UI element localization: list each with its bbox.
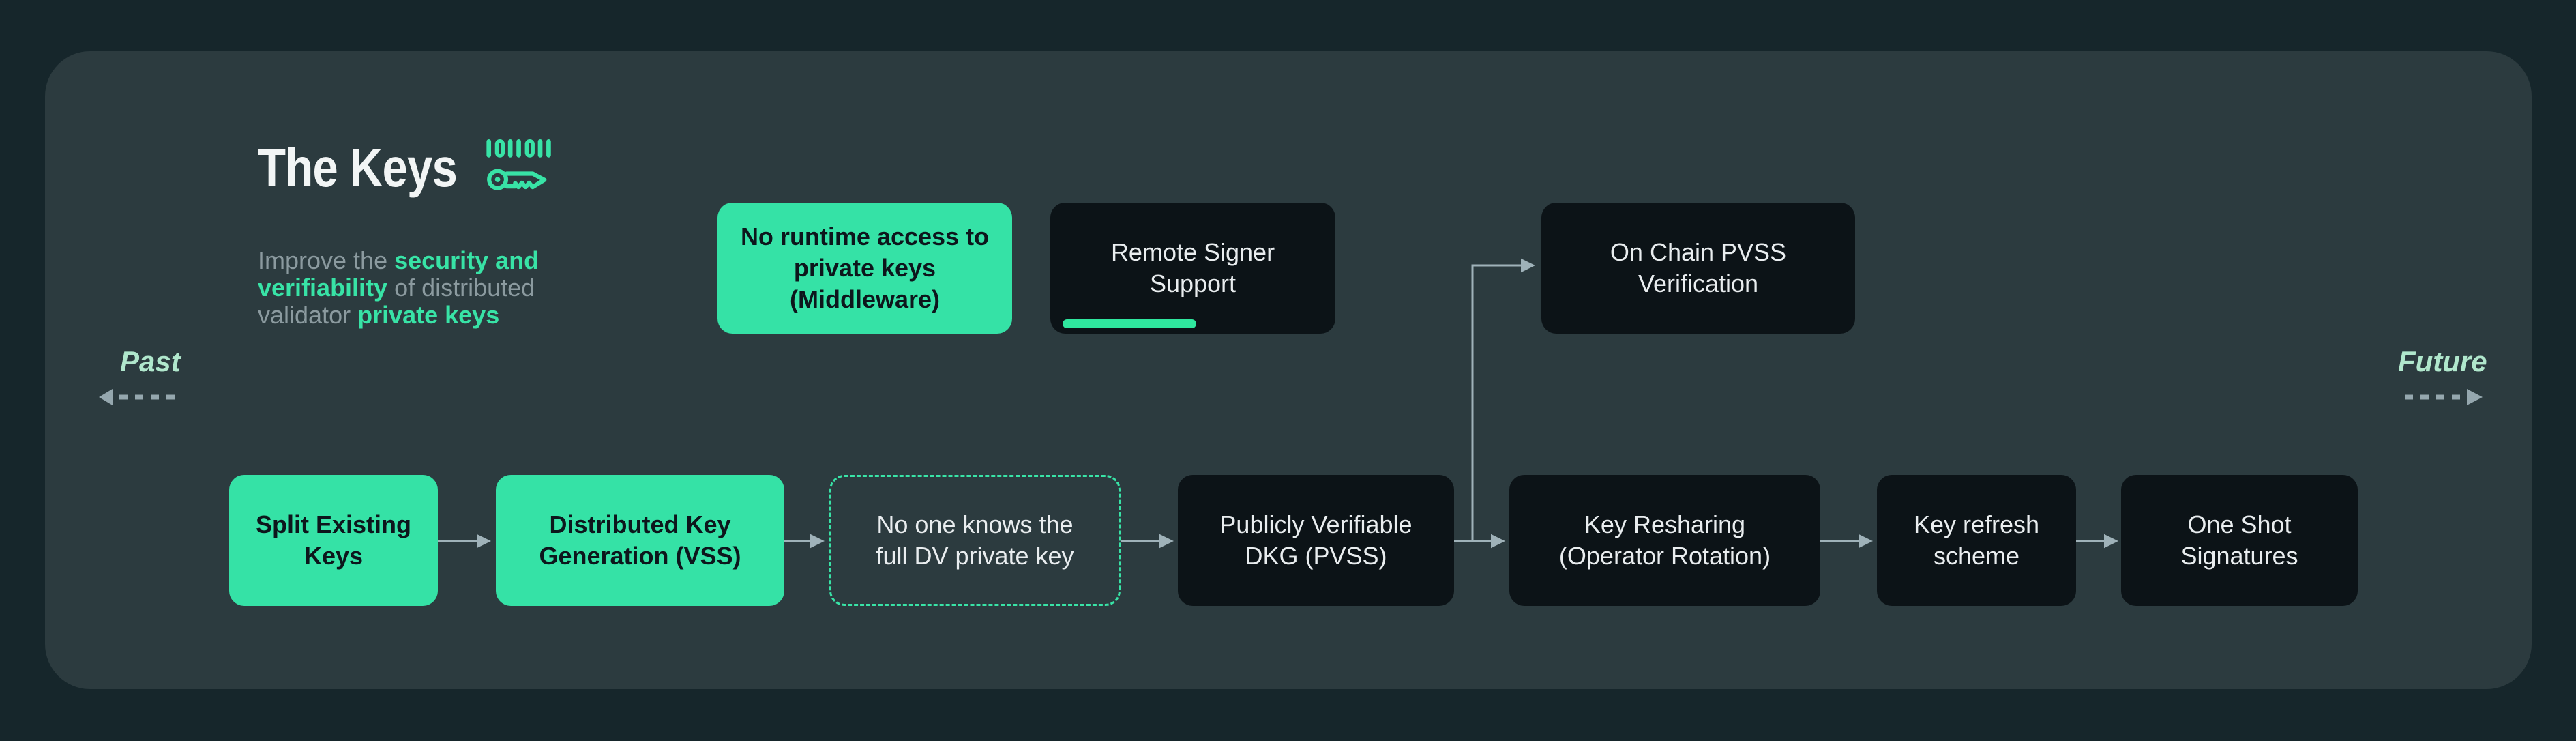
- binary-key-icon: [486, 139, 551, 190]
- subtitle-part-accent: security and verifiability: [258, 246, 539, 302]
- node-no-one-knows-full-dv-key: No one knows the full DV private key: [829, 475, 1121, 606]
- node-label: Remote Signer Support: [1110, 237, 1275, 297]
- page-subtitle: Improve the security and verifiability o…: [258, 247, 640, 329]
- node-split-existing-keys: Split Existing Keys: [229, 475, 438, 606]
- future-label: Future: [2398, 345, 2487, 377]
- node-on-chain-pvss-verification: On Chain PVSS Verification: [1541, 203, 1855, 334]
- node-one-shot-signatures: One Shot Signatures: [2121, 475, 2358, 606]
- node-publicly-verifiable-dkg: Publicly Verifiable DKG (PVSS): [1178, 475, 1454, 606]
- node-key-refresh-scheme: Key refresh scheme: [1877, 475, 2076, 606]
- page-title: The Keys: [258, 137, 458, 198]
- progress-bar: [1063, 319, 1197, 328]
- subtitle-part: Improve the: [258, 246, 395, 274]
- subtitle-part: of distributed validator: [258, 274, 535, 329]
- past-label: Past: [120, 345, 181, 377]
- node-key-resharing: Key Resharing (Operator Rotation): [1509, 475, 1820, 606]
- node-remote-signer-support: Remote Signer Support: [1050, 203, 1335, 334]
- node-distributed-key-generation: Distributed Key Generation (VSS): [496, 475, 784, 606]
- node-no-runtime-access: No runtime access to private keys (Middl…: [717, 203, 1012, 334]
- subtitle-part-accent: private keys: [357, 301, 500, 329]
